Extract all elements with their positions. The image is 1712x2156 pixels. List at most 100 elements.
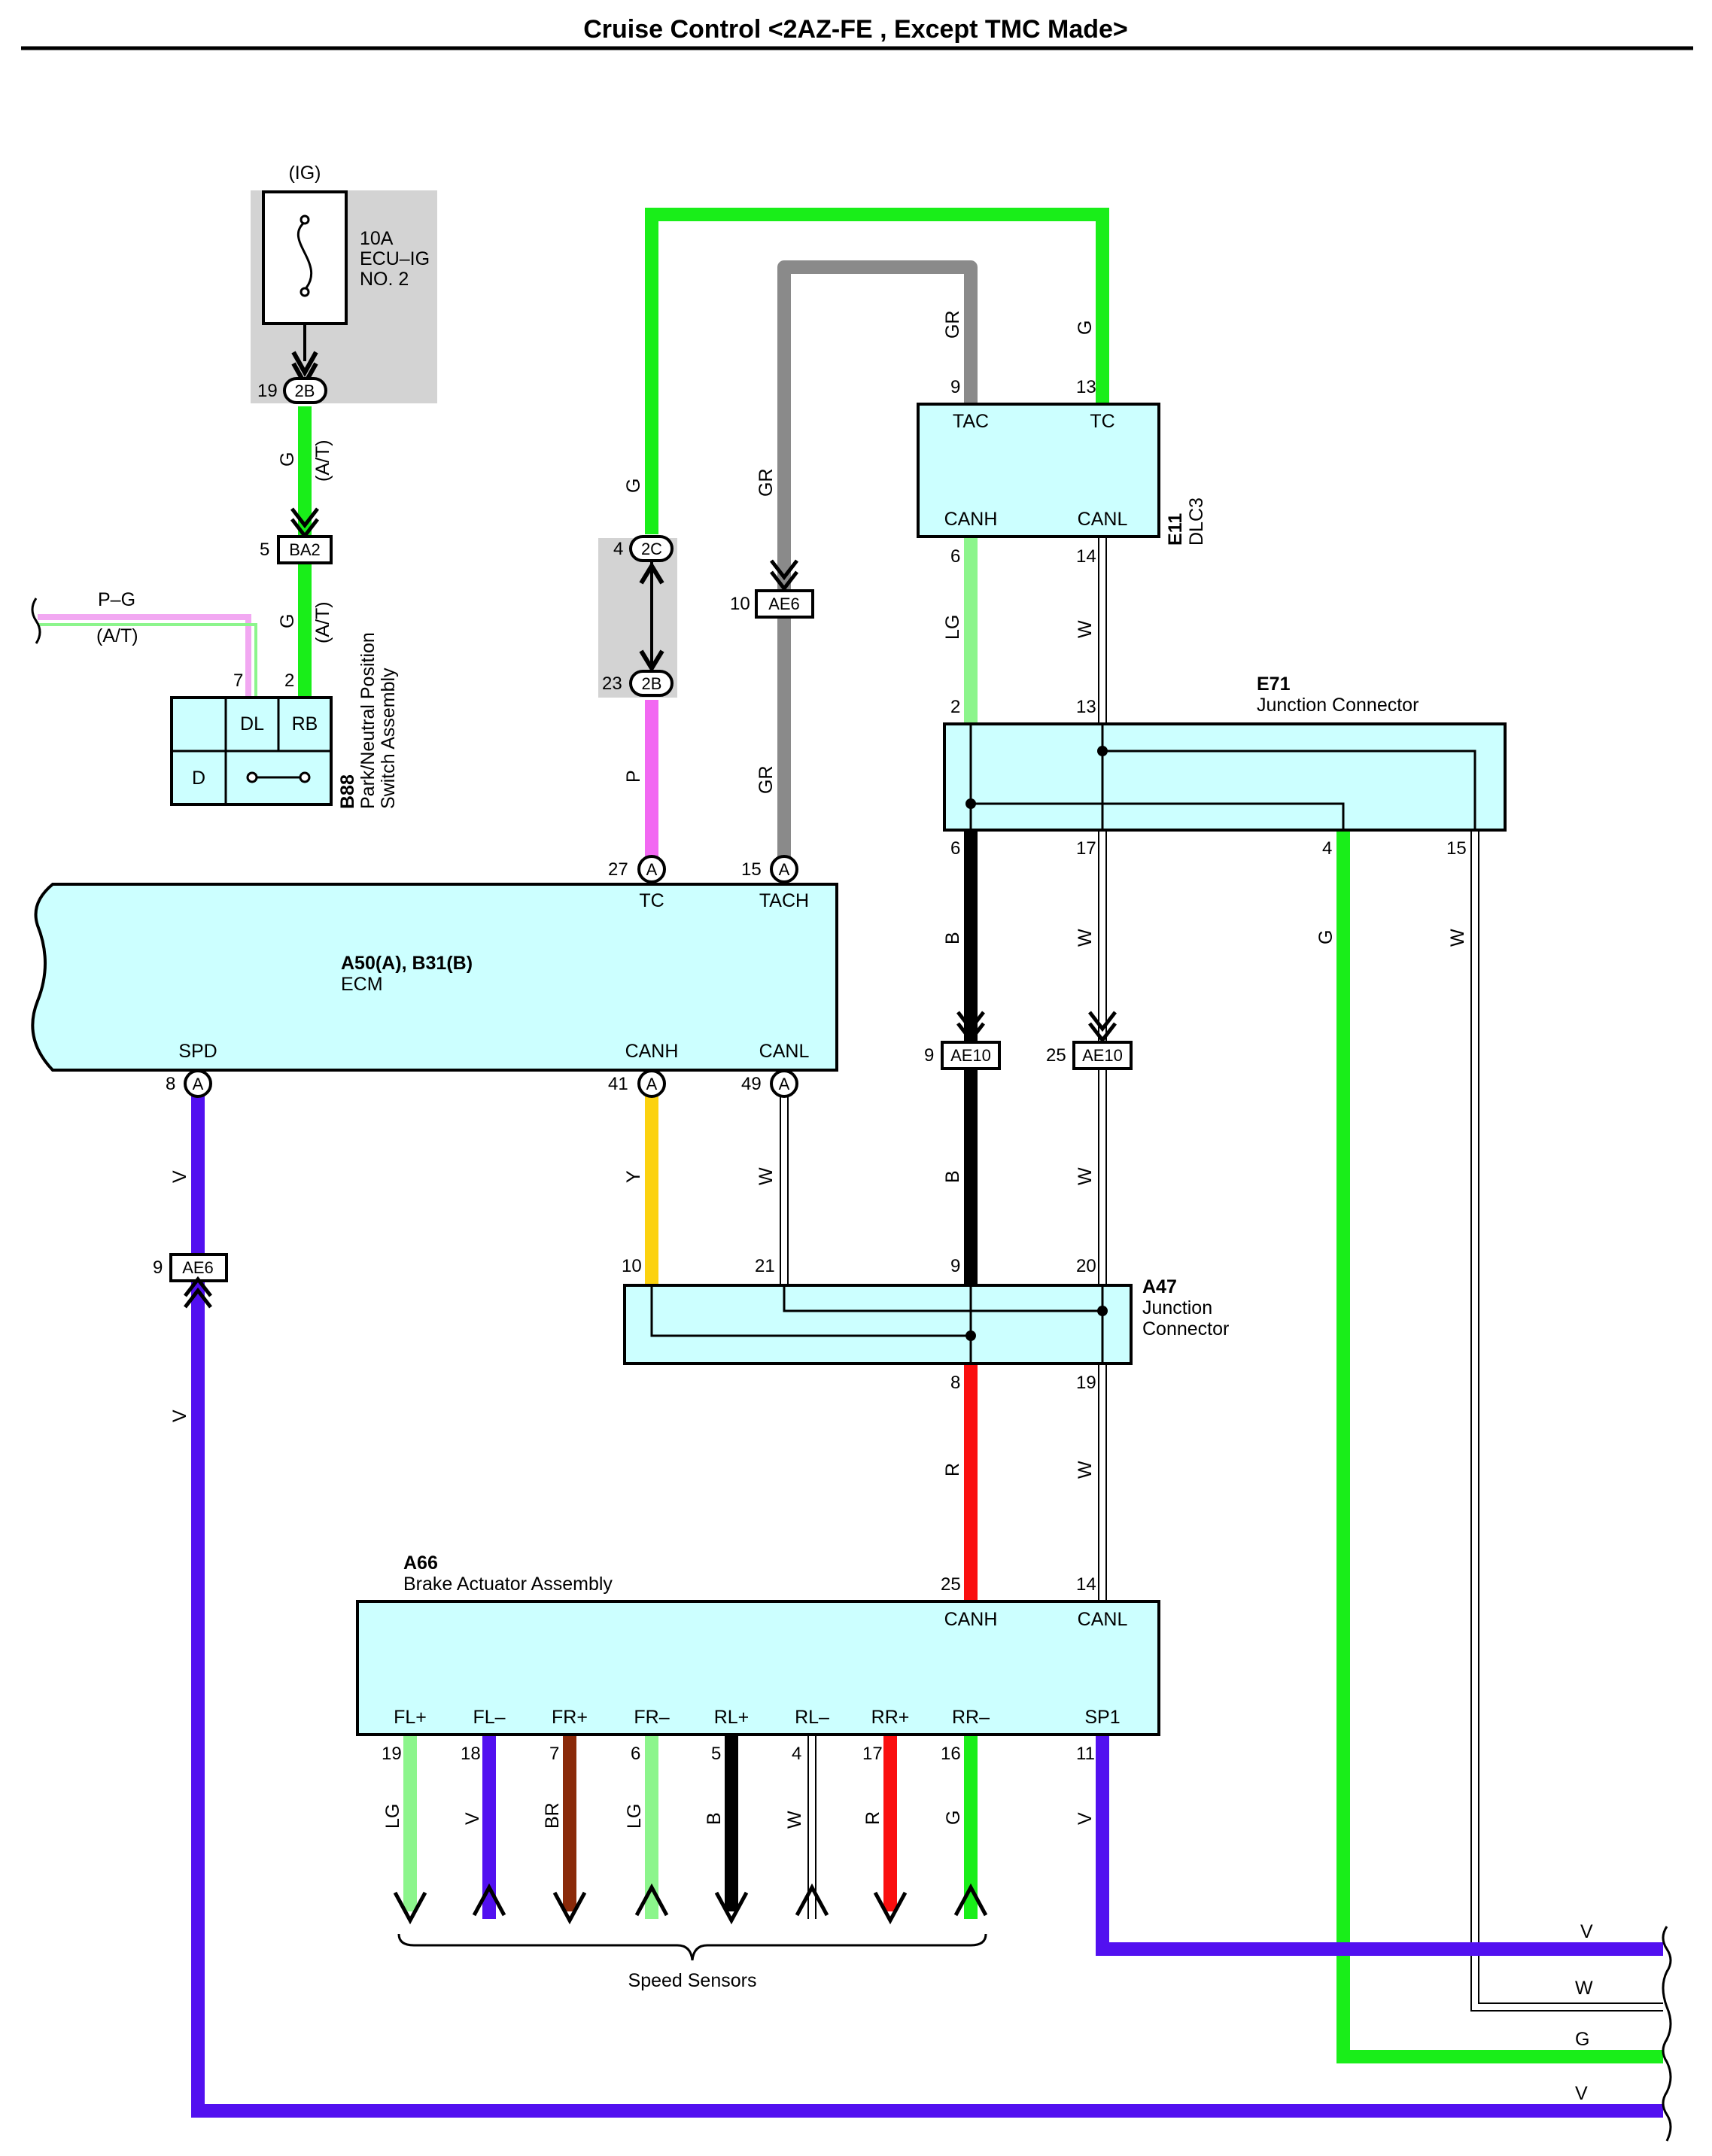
ecm-canl-label: CANL	[759, 1041, 810, 1062]
component-e71: E71 Junction Connector 2 13 6 17 4 15	[943, 674, 1507, 859]
pin-number: 17	[1076, 838, 1096, 859]
switch-terminal-icon	[299, 771, 311, 783]
wire-note-label: (A/T)	[96, 625, 138, 646]
pin-circle	[770, 855, 798, 883]
dlc3-canh-label: CANH	[944, 509, 998, 530]
pin-number: 15	[1446, 838, 1467, 859]
pin-number: 7	[549, 1744, 559, 1764]
connector-AE10-b: AE10 9	[924, 1011, 1001, 1070]
wires	[38, 208, 1663, 2118]
arrow-up-icon	[184, 1287, 212, 1309]
arrow-up-icon	[795, 1883, 829, 1917]
wire-color-label: V	[1575, 2083, 1588, 2104]
wire-color-label: W	[1075, 929, 1096, 947]
connector-id: AE6	[182, 1258, 214, 1277]
arrow-down-icon	[291, 351, 318, 378]
arrow-up-icon	[634, 1883, 669, 1917]
wire-color-label: P–G	[98, 589, 135, 610]
a47-name: Junction	[1142, 1297, 1212, 1318]
diagram-title: Cruise Control <2AZ-FE , Except TMC Made…	[583, 15, 1128, 44]
wire-color-label: B	[942, 1170, 963, 1183]
pin-number: 15	[741, 859, 762, 880]
pin-number: 6	[950, 838, 960, 859]
component-B88: DL RB D 7 2 B88 Park/Neutral Position Sw…	[170, 632, 399, 809]
wire-color-label: G	[1075, 321, 1096, 335]
wire-g-e71	[1336, 830, 1663, 2063]
speed-sensors-brace	[397, 1933, 987, 1961]
a66-name: Brake Actuator Assembly	[403, 1574, 613, 1595]
b88-name: Park/Neutral Position	[357, 632, 379, 809]
pin-number: 4	[1322, 838, 1332, 859]
wire-color-label: GR	[942, 311, 963, 339]
wire-color-label: G	[943, 1811, 964, 1825]
a66-canl-label: CANL	[1078, 1609, 1128, 1630]
wire-w-e71-outline	[1470, 830, 1663, 2012]
a47-name2: Connector	[1142, 1318, 1229, 1340]
e71-name: Junction Connector	[1257, 695, 1419, 716]
e71-bus	[1101, 724, 1476, 830]
pin-number: 10	[730, 594, 750, 614]
wire-color-label: W	[1075, 620, 1096, 638]
a66-terminal-label: RR+	[871, 1707, 910, 1728]
arrow-down-icon	[639, 649, 664, 673]
connector-oval	[283, 377, 327, 404]
wire-w-e71	[1472, 830, 1663, 2010]
connector-2B-top: 2B 19	[257, 377, 327, 404]
arrow-down-icon	[1088, 1022, 1117, 1044]
connector-id: 2B	[295, 382, 315, 400]
wire-v-sp1	[1096, 1735, 1663, 1956]
connector-box	[1072, 1041, 1133, 1070]
wire-color-label: W	[1575, 1978, 1593, 1999]
pin-number: 18	[461, 1744, 481, 1764]
a66-terminal-label: SP1	[1084, 1707, 1120, 1728]
wire-color-label: LG	[382, 1804, 403, 1829]
pin-number: 27	[608, 859, 628, 880]
wire-color-label: W	[784, 1811, 805, 1829]
wire-color-label: W	[756, 1167, 777, 1185]
component-ecm: A50(A), B31(B) ECM TC TACH SPD CANH CANL…	[31, 855, 838, 1098]
pin-number: 11	[1076, 1744, 1095, 1764]
sensor-wires	[393, 1735, 988, 1961]
ecm-canh-label: CANH	[625, 1041, 679, 1062]
pin-circle	[637, 855, 666, 883]
pin-number: 21	[755, 1256, 775, 1276]
wire-labels: G (A/T) G (A/T) P–G (A/T) G P GR GR GR G…	[96, 311, 1593, 2105]
connector-AE6-gr: AE6 10	[730, 559, 814, 619]
ecm-name: ECM	[341, 974, 383, 995]
e71-id: E71	[1257, 674, 1291, 695]
pin-number: 41	[608, 1074, 628, 1094]
pin-number: 14	[1076, 1574, 1096, 1595]
connector-box	[941, 1041, 1001, 1070]
wire-color-label: P	[623, 770, 644, 783]
wire-color-label: V	[169, 1409, 190, 1422]
pin-number: 16	[941, 1744, 961, 1764]
component-a66: A66 Brake Actuator Assembly CANH CANL 25…	[356, 1552, 1160, 1829]
wire-color-label: LG	[942, 615, 963, 640]
component-dlc3: TAC TC CANH CANL 9 13 6 14 E11 DLC3	[917, 377, 1207, 567]
a66-terminal-label: RR–	[952, 1707, 990, 1728]
pin-number: 25	[1046, 1045, 1066, 1066]
a66-terminal-label: FR–	[634, 1707, 669, 1728]
pin-connector-letter: A	[779, 1075, 790, 1093]
a66-box	[356, 1600, 1160, 1736]
ecm-id: A50(A), B31(B)	[341, 953, 473, 974]
b88-dl-label: DL	[240, 713, 264, 734]
a66-terminal-label: FL–	[473, 1707, 505, 1728]
a47-bus	[783, 1285, 1102, 1312]
fuse-number: NO. 2	[360, 269, 409, 290]
wire-note-label: (A/T)	[312, 439, 333, 482]
wire-color-label: G	[277, 452, 298, 467]
dlc3-name: DLC3	[1186, 497, 1207, 546]
dlc3-tac-label: TAC	[953, 411, 989, 432]
wire-note-label: (A/T)	[312, 601, 333, 643]
pin-connector-letter: A	[646, 1075, 658, 1093]
pin-number: 4	[613, 539, 623, 559]
pin-number: 13	[1076, 697, 1096, 717]
dlc3-box	[917, 403, 1160, 538]
pin-number: 9	[153, 1257, 163, 1278]
pin-number: 23	[602, 674, 622, 694]
junction-dot	[965, 1330, 976, 1341]
pin-number: 20	[1076, 1256, 1096, 1276]
pin-number: 19	[1076, 1373, 1096, 1393]
wire-color-label: B	[704, 1812, 725, 1825]
